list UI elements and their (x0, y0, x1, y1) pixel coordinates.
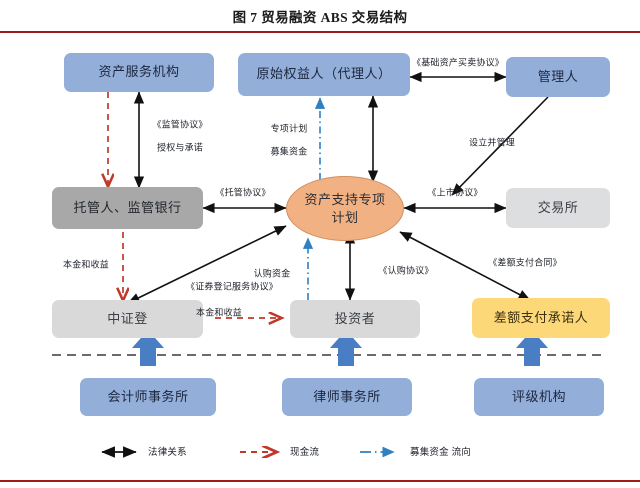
node-accounting-firm[interactable]: 会计师事务所 (80, 378, 216, 416)
edge-label-custody-agreement: 《托管协议》 (215, 187, 271, 198)
edge-label-supervision-agreement: 《监管协议》 (152, 119, 208, 130)
edge-label-special-plan: 专项计划 (270, 123, 308, 134)
node-label: 投资者 (334, 310, 376, 326)
node-originator[interactable]: 原始权益人（代理人） (238, 53, 410, 96)
figure-title-bar: 图 7 贸易融资 ABS 交易结构 (0, 0, 640, 32)
edge-label-difference-payment-contract: 《差额支付合同》 (488, 257, 562, 268)
node-label: 管理人 (537, 68, 579, 84)
title-rule-bottom (0, 480, 640, 483)
node-special-purpose-plan[interactable]: 资产支持专项 计划 (286, 176, 404, 241)
node-label: 原始权益人（代理人） (256, 66, 392, 82)
node-law-firm[interactable]: 律师事务所 (282, 378, 412, 416)
node-manager[interactable]: 管理人 (506, 57, 610, 97)
legend-swatch-solid-arrow (96, 445, 142, 458)
legend-label: 法律关系 (148, 447, 187, 458)
edge-label-securities-registration-agreement: 《证券登记服务协议》 (185, 281, 279, 292)
legend-item-raised-funds-direction: 募集资金 流向 (358, 440, 471, 462)
node-label: 托管人、监管银行 (73, 199, 182, 215)
edge-label-principal-interest-left: 本金和收益 (62, 259, 110, 270)
node-label-line1: 资产支持专项 (304, 191, 386, 207)
title-rule-top (0, 31, 640, 34)
node-investor[interactable]: 投资者 (290, 300, 420, 338)
edge-label-principal-interest-mid: 本金和收益 (195, 307, 243, 318)
edge-label-subscription-agreement: 《认购协议》 (378, 265, 434, 276)
node-custodian-supervising-bank[interactable]: 托管人、监管银行 (52, 187, 203, 229)
node-label: 差额支付承诺人 (493, 309, 589, 325)
node-label: 评级机构 (511, 388, 566, 404)
node-label: 中证登 (107, 310, 148, 326)
legend-item-legal-relation: 法律关系 (96, 440, 187, 462)
node-label-line2: 计划 (331, 209, 359, 225)
edge-label-subscription-funds: 认购资金 (253, 268, 291, 279)
node-exchange[interactable]: 交易所 (506, 188, 610, 228)
node-label: 律师事务所 (313, 388, 381, 404)
node-rating-agency[interactable]: 评级机构 (474, 378, 604, 416)
node-label: 交易所 (537, 199, 579, 215)
legend: 法律关系 现金流 (70, 440, 550, 462)
edge-label-listing-agreement: 《上市协议》 (427, 187, 483, 198)
legend-label: 募集资金 流向 (410, 447, 472, 458)
edge-label-raised-funds: 募集资金 (270, 146, 308, 157)
node-asset-service-institution[interactable]: 资产服务机构 (64, 53, 214, 92)
node-difference-payment-guarantor[interactable]: 差额支付承诺人 (472, 298, 610, 338)
node-label: 会计师事务所 (107, 388, 189, 404)
legend-item-cash-flow: 现金流 (238, 440, 319, 462)
edge-label-base-asset-agreement: 《基础资产买卖协议》 (411, 57, 505, 68)
legend-label: 现金流 (290, 447, 320, 458)
edge-label-establish-manage: 设立并管理 (468, 137, 516, 148)
page-title: 图 7 贸易融资 ABS 交易结构 (232, 10, 408, 25)
edge-label-authorization-commitment: 授权与承诺 (156, 142, 204, 153)
legend-swatch-dashed-red-arrow (238, 445, 284, 457)
node-label: 资产服务机构 (98, 64, 180, 80)
legend-swatch-dashdot-blue-arrow (358, 445, 404, 458)
node-csdc[interactable]: 中证登 (52, 300, 203, 338)
